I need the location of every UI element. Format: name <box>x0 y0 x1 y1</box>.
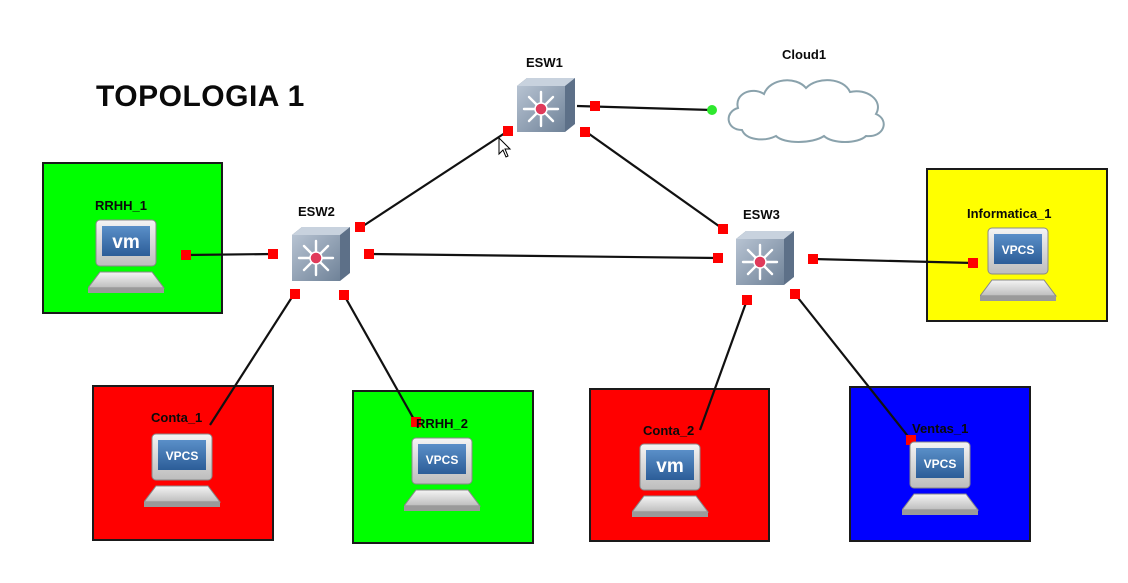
port <box>790 289 800 299</box>
rrhh1-label: RRHH_1 <box>95 198 148 213</box>
ventas1-label: Ventas_1 <box>912 421 969 436</box>
rrhh2-label: RRHH_2 <box>416 416 469 431</box>
cloud1-label: Cloud1 <box>782 47 827 62</box>
link-esw1-esw2 <box>359 130 509 229</box>
port <box>339 290 349 300</box>
port <box>503 126 513 136</box>
esw1-label: ESW1 <box>526 55 563 70</box>
rrhh2-screen-text: VPCS <box>426 453 459 467</box>
informatica1-vpcs-icon[interactable]: VPCS <box>980 226 1060 304</box>
conta2-label: Conta_2 <box>643 423 695 438</box>
link-esw2-rrhh1 <box>185 252 274 257</box>
esw2-label: ESW2 <box>298 204 335 219</box>
port <box>290 289 300 299</box>
esw3-label: ESW3 <box>743 207 780 222</box>
informatica1-label: Informatica_1 <box>967 206 1052 221</box>
mouse-cursor-icon <box>498 137 512 158</box>
link-esw2-esw3 <box>368 252 719 260</box>
esw3-switch-icon[interactable] <box>736 231 794 285</box>
link-esw3-conta2 <box>698 299 749 431</box>
rrhh1-screen-text: vm <box>112 232 139 253</box>
port <box>590 101 600 111</box>
diagram-title: TOPOLOGIA 1 <box>96 80 305 113</box>
ventas1-screen-text: VPCS <box>924 457 957 471</box>
conta2-vm-icon[interactable]: vm <box>632 442 712 520</box>
cloud-port <box>707 105 717 115</box>
link-esw2-rrhh2 <box>343 294 417 424</box>
link-esw2-conta1 <box>209 293 295 426</box>
port <box>742 295 752 305</box>
esw2-switch-icon[interactable] <box>292 227 350 281</box>
port <box>181 250 191 260</box>
port <box>906 435 916 445</box>
port <box>355 222 365 232</box>
ventas1-vpcs-icon[interactable]: VPCS <box>902 440 982 518</box>
conta1-label: Conta_1 <box>151 410 203 425</box>
port <box>411 417 421 427</box>
port <box>364 249 374 259</box>
port <box>713 253 723 263</box>
link-esw1-esw3 <box>584 130 724 230</box>
conta2-screen-text: vm <box>656 456 683 477</box>
port <box>718 224 728 234</box>
rrhh2-vpcs-icon[interactable]: VPCS <box>404 436 484 514</box>
port <box>268 249 278 259</box>
conta1-screen-text: VPCS <box>166 449 199 463</box>
port <box>580 127 590 137</box>
cloud-icon[interactable] <box>720 72 892 144</box>
esw1-switch-icon[interactable] <box>517 78 575 132</box>
link-esw3-ventas1 <box>794 293 912 441</box>
link-esw3-informatica1 <box>812 257 974 265</box>
port <box>968 258 978 268</box>
rrhh1-vm-icon[interactable]: vm <box>88 218 168 296</box>
informatica1-screen-text: VPCS <box>1002 243 1035 257</box>
conta1-vpcs-icon[interactable]: VPCS <box>144 432 224 510</box>
port <box>808 254 818 264</box>
